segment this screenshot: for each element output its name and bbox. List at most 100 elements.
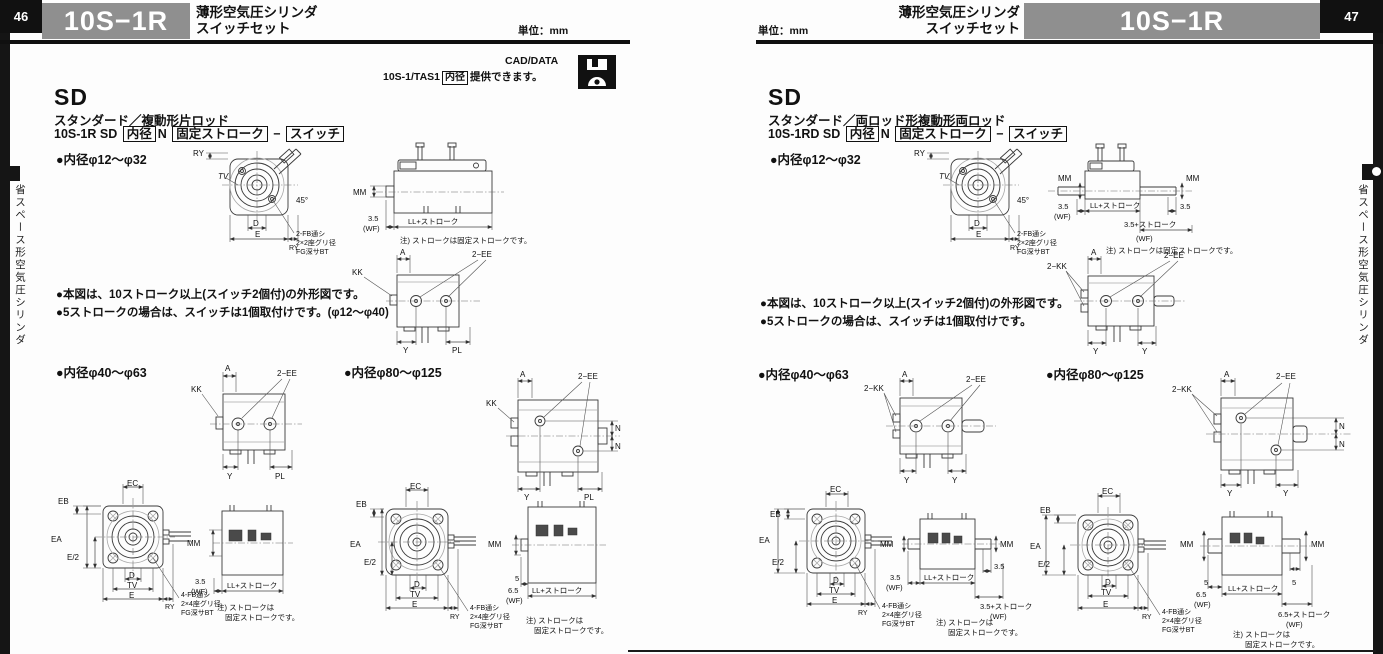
dim-ry: RY [914, 149, 926, 158]
dim-mm-left: MM [880, 540, 894, 549]
dim-y2: Y [952, 476, 958, 485]
dimension-lines [1065, 256, 1179, 346]
dim-y1: Y [1227, 489, 1233, 498]
dim-ea: EA [1030, 542, 1041, 551]
note-b: 固定ストロークです。 [225, 612, 299, 622]
side-body [907, 513, 992, 570]
dimension-lines [73, 484, 284, 602]
dim-kk: KK [191, 385, 202, 394]
doc-title-right-line2: スイッチセット [925, 21, 1021, 36]
code-prefix: 10S-1R SD [54, 127, 118, 141]
dim-tv: TV [829, 586, 840, 595]
dim-d: D [129, 571, 135, 580]
centerlines [799, 501, 878, 581]
dim-ec: EC [1102, 487, 1113, 496]
dim-wf: (WF) [1054, 212, 1071, 221]
callout-fb1: 2-FB通シ [296, 229, 325, 238]
note-b: 固定ストロークです。 [534, 625, 608, 635]
dimension-lines [1191, 378, 1344, 488]
dim-e: E [1103, 600, 1108, 609]
centerlines [943, 151, 1019, 223]
callout-fb1: 4-FB通シ [882, 601, 911, 610]
dim-35-right: 3.5 [994, 562, 1004, 571]
left-tab-label: 省スペース形空気圧シリンダ [14, 184, 26, 347]
callout-fb2: 2×4座グリ径 [181, 599, 221, 608]
bottom-page-edge [628, 650, 1376, 652]
dim-e2: E/2 [364, 558, 377, 567]
floppy-disk-icon [578, 55, 616, 89]
callout-fb3: FG深サBT [1162, 625, 1195, 634]
side-body [221, 505, 284, 576]
callout-fb3: FG深サBT [1017, 247, 1050, 256]
side-body [520, 501, 597, 584]
dim-ll: LL+ストローク [227, 581, 277, 590]
dim-a: A [400, 248, 406, 257]
code-box-stroke: 固定ストローク [172, 126, 268, 142]
note2-left: ●5ストロークの場合は、スイッチは1個取付けです。(φ12〜φ40) [56, 307, 389, 319]
dim-mm-right: MM [1186, 174, 1200, 183]
dim-a: A [902, 370, 908, 379]
drawing-combo-large-right: EC EB EA E/2 D TV E RY 4-FB通シ 2×4座グリ径 FG… [1030, 487, 1330, 649]
series-banner-left: 10S−1R [42, 3, 190, 39]
callout-fb3: FG深サBT [296, 247, 329, 256]
dim-5-right: 5 [1292, 578, 1296, 587]
code-box-switch: スイッチ [286, 126, 345, 142]
dim-65: 6.5 [508, 586, 518, 595]
note1-right: ●本図は、10ストローク以上(スイッチ2個付)の外形図です。 [760, 298, 1069, 310]
dim-e: E [832, 596, 837, 605]
dim-wf: (WF) [886, 583, 903, 592]
drawing-top-small-left: A 2−EE KK Y PL [352, 248, 492, 355]
dim-wf2: (WF) [1286, 620, 1303, 629]
cad-bore-box: 内径 [442, 71, 468, 85]
callout-fb2: 2×2座グリ径 [296, 238, 336, 247]
dimension-lines [201, 372, 293, 470]
dimension-lines [370, 185, 493, 230]
callout-fb2: 2×4座グリ径 [470, 612, 510, 621]
right-tab-dot [1372, 167, 1381, 176]
drawing-top-mid-right: A 2−EE 2−KK Y Y [864, 370, 996, 485]
dim-ry2: RY [289, 245, 299, 252]
dim-eb: EB [770, 510, 781, 519]
dim-eb: EB [356, 500, 367, 509]
dim-tv: TV [218, 172, 229, 181]
dim-mm: MM [187, 539, 201, 548]
cad-model: 10S-1/TAS1 [383, 71, 440, 83]
dim-5: 5 [515, 574, 519, 583]
note-b: 固定ストロークです。 [948, 627, 1022, 637]
dim-65: 6.5 [1196, 590, 1206, 599]
cylinder-front-body [229, 148, 302, 216]
dim-mm-left: MM [1180, 540, 1194, 549]
dim-e: E [412, 600, 417, 609]
header-rule-left [0, 40, 630, 44]
note-b: 固定ストロークです。 [1245, 639, 1319, 649]
callout-fb1: 4-FB通シ [181, 590, 210, 599]
dim-d: D [1105, 578, 1111, 587]
callout-fb2: 2×2座グリ径 [1017, 238, 1057, 247]
note-fixed-stroke: 注) ストロークは固定ストロークです。 [1106, 245, 1237, 255]
note-a: 注) ストロークは [217, 602, 275, 612]
dim-y2: Y [1142, 347, 1148, 356]
drawing-top-small-right: A 2−EE 2−KK Y Y [1047, 248, 1186, 356]
code-box-bore: 内径 [122, 126, 156, 142]
drawing-combo-mid-left: EC EB EA E/2 D TV E RY 4-FB通シ 2×4座グリ径 FG… [51, 479, 299, 622]
dim-ll: LL+ストローク [408, 217, 458, 226]
dim-ea: EA [759, 536, 770, 545]
doc-title-right-line1: 薄形空気圧シリンダ [898, 5, 1021, 20]
callout-fb3: FG深サBT [470, 621, 503, 630]
doc-title-left-line2: スイッチセット [196, 21, 291, 36]
dimension-lines [363, 255, 487, 345]
dim-mm: MM [488, 540, 502, 549]
dim-2ee: 2−EE [1164, 251, 1184, 260]
dim-y: Y [403, 346, 409, 355]
dim-ry: RY [165, 604, 175, 611]
dim-d: D [974, 219, 980, 228]
drawing-combo-large-left: EC EB EA E/2 D TV E RY 4-FB通シ 2×4座グリ径 FG… [350, 482, 608, 635]
bore-small-right: ●内径φ12〜φ32 [770, 153, 861, 167]
dim-s65: 6.5+ストローク [1278, 610, 1330, 619]
callout-fb1: 4-FB通シ [1162, 607, 1191, 616]
dim-35-left: 3.5 [1058, 202, 1068, 211]
dim-5-left: 5 [1204, 578, 1208, 587]
callout-fb1: 4-FB通シ [470, 603, 499, 612]
